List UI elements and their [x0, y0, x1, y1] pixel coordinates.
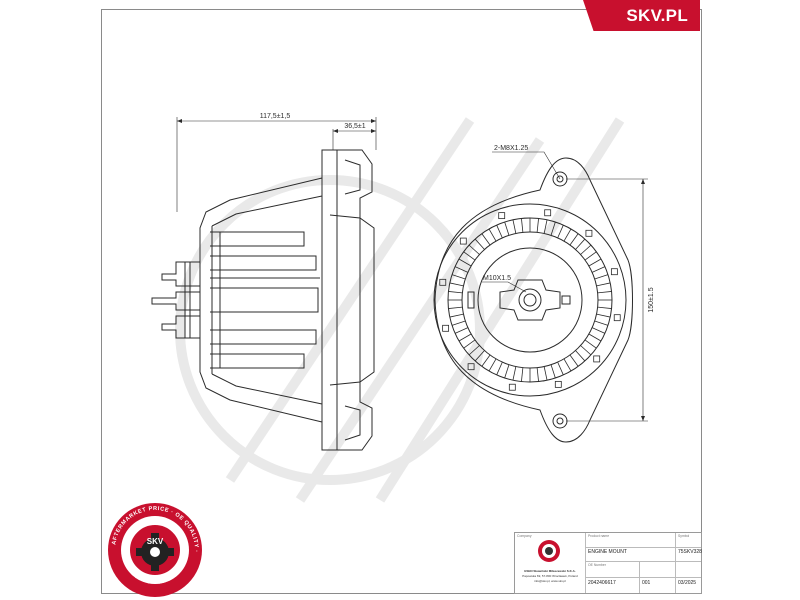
rib-line — [468, 244, 480, 255]
rib-line — [449, 313, 464, 318]
rib-line — [584, 339, 597, 349]
dim-bolt-thread: 2-M8X1.25 — [494, 145, 528, 152]
company-logo — [537, 539, 561, 563]
rib-line — [588, 258, 602, 267]
side-view — [151, 117, 377, 451]
rib-line — [597, 291, 612, 294]
rib-line — [451, 320, 466, 326]
rib-line — [512, 366, 517, 381]
watermark — [175, 117, 625, 503]
rib-line — [512, 219, 517, 234]
rib-slot — [544, 209, 552, 217]
rib-line — [580, 345, 592, 356]
rib-line — [591, 266, 606, 273]
symbol: 75SKV328 — [678, 549, 702, 555]
title-block: Company ESEN Skawiński Miłaszewski S.K.A… — [514, 532, 702, 594]
issue-date: 03/2025 — [678, 580, 697, 586]
rib-line — [591, 327, 606, 334]
company-contact: info@skv.pl, www.skv.pl — [534, 579, 566, 583]
rib-line — [550, 221, 556, 236]
rib-line — [597, 306, 612, 309]
symbol-label: Symbol — [678, 534, 690, 538]
product-name: ENGINE MOUNT — [588, 549, 627, 555]
rib-line — [521, 218, 524, 233]
oe-number: 2042406617 — [588, 580, 616, 586]
rib-line — [454, 327, 469, 334]
brand-label: SKV.PL — [626, 6, 688, 25]
rib-line — [463, 251, 476, 261]
rib-line — [563, 228, 572, 242]
rib-line — [496, 361, 503, 376]
rib-line — [563, 358, 572, 372]
oe-number-label: OE Number — [588, 563, 606, 567]
seal-center-text: SKV — [147, 537, 164, 546]
rib-line — [488, 228, 497, 242]
rib-line — [536, 218, 539, 233]
rib-line — [474, 238, 485, 250]
rib-slot — [498, 212, 506, 220]
rib-line — [557, 361, 564, 376]
company-label: Company — [517, 534, 532, 538]
rib-line — [543, 219, 548, 234]
dim-center-thread: M10X1.5 — [483, 275, 511, 282]
rib-line — [580, 244, 592, 255]
rib-line — [584, 251, 597, 261]
rib-slot — [613, 314, 621, 322]
rib-slot — [508, 383, 516, 391]
rib-slot — [554, 380, 562, 388]
rib-line — [521, 367, 524, 382]
front-view-ribs — [439, 209, 621, 391]
sheet-number: 001 — [642, 580, 651, 586]
dimension-labels: 117,5±1,5 36,5±1 2-M8X1.25 M10X1.5 150±1… — [260, 113, 655, 313]
rib-slot — [585, 229, 593, 237]
rib-line — [474, 350, 485, 362]
company-address: Papowska 69, 57-800 Wrocławek, Poland — [522, 574, 578, 578]
rib-line — [594, 274, 609, 280]
rib-line — [449, 282, 464, 287]
rib-line — [504, 221, 510, 236]
rib-slot — [593, 355, 601, 363]
rib-line — [596, 282, 611, 287]
rib-line — [451, 274, 466, 280]
rib-slot — [442, 324, 450, 332]
rib-line — [448, 291, 463, 294]
company-name: ESEN Skawiński Miłaszewski S.K.A. — [524, 569, 576, 573]
dim-flange-depth: 36,5±1 — [344, 123, 365, 130]
rib-line — [569, 233, 579, 246]
rib-line — [481, 354, 491, 367]
rib-line — [543, 366, 548, 381]
rib-line — [575, 350, 586, 362]
rib-line — [448, 306, 463, 309]
rib-line — [488, 358, 497, 372]
product-name-label: Product name — [588, 534, 610, 538]
dim-bolt-spacing: 150±1.5 — [648, 287, 655, 312]
rib-slot — [459, 237, 467, 245]
rib-line — [481, 233, 491, 246]
rib-line — [504, 364, 510, 379]
rib-line — [550, 364, 556, 379]
drawing-sheet — [101, 9, 702, 594]
rib-line — [454, 266, 469, 273]
rib-line — [575, 238, 586, 250]
rib-line — [463, 339, 476, 349]
rib-line — [458, 258, 472, 267]
rib-line — [458, 333, 472, 342]
rib-slot — [467, 363, 475, 371]
rib-slot — [439, 278, 447, 286]
rib-line — [557, 224, 564, 239]
rib-line — [496, 224, 503, 239]
rib-line — [596, 313, 611, 318]
rib-line — [468, 345, 480, 356]
rib-slot — [610, 268, 618, 276]
seal-logo: SKV AFTERMARKET PRICE · OE QUALITY · AUT… — [108, 503, 202, 597]
brand-logo: SKV.PL — [583, 0, 700, 31]
rib-line — [594, 320, 609, 326]
rib-line — [588, 333, 602, 342]
dim-overall-length: 117,5±1,5 — [260, 113, 291, 120]
rib-line — [569, 354, 579, 367]
rib-line — [536, 367, 539, 382]
